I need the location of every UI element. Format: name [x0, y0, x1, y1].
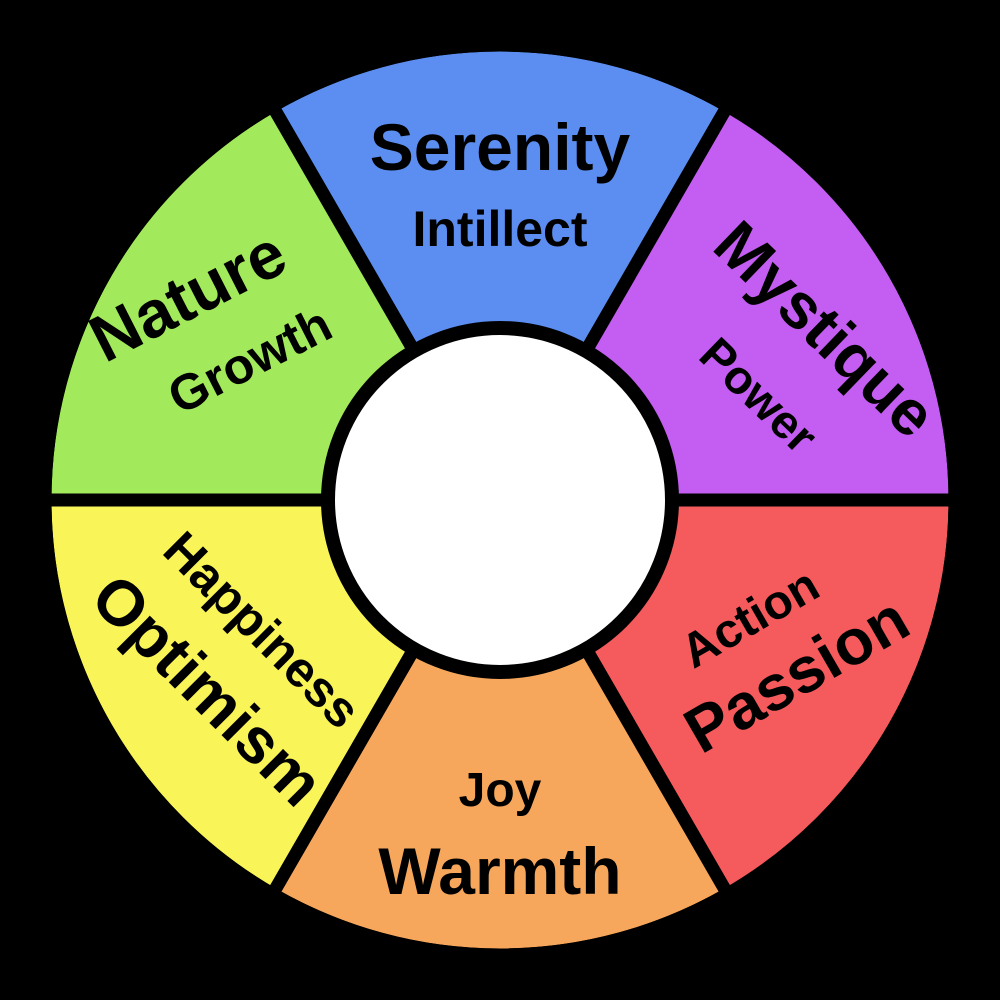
wheel-outer-ring	[38, 38, 962, 962]
segment-warmth-label-line-2: Warmth	[378, 834, 621, 908]
wheel-center-circle	[321, 321, 679, 679]
segment-warmth-label-line-1: Joy	[459, 764, 542, 817]
segment-serenity-label-line-1: Serenity	[370, 110, 631, 184]
segment-serenity-label-line-2: Intillect	[412, 201, 587, 257]
